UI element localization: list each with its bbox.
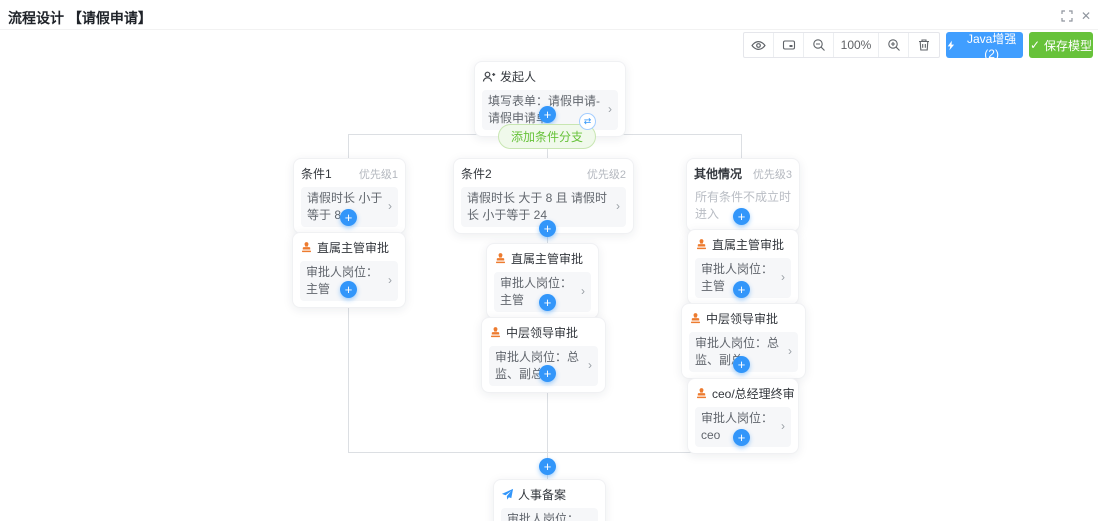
zoom-level: 100% [834,33,879,57]
page-title: 流程设计 【请假申请】 [8,10,152,26]
connector-line [348,134,349,158]
priority-label: 优先级2 [586,168,626,181]
stamp-icon [697,388,706,399]
node-title: 其他情况 [694,167,743,181]
zoom-out-icon[interactable] [804,33,834,57]
add-node-button[interactable]: + [340,281,357,298]
add-node-button[interactable]: + [539,365,556,382]
node-body: 审批人岗位：主管 [500,276,573,307]
add-node-button[interactable]: + [539,294,556,311]
minimap-icon[interactable] [774,33,804,57]
chevron-right-icon: › [588,358,592,373]
chevron-right-icon: › [616,199,620,214]
chevron-right-icon: › [788,344,792,359]
swap-branch-icon[interactable]: ⇄ [579,113,596,130]
save-model-button[interactable]: ✓ 保存模型 [1029,32,1093,58]
priority-label: 优先级3 [752,168,792,181]
chevron-right-icon: › [781,270,785,285]
add-node-button[interactable]: + [733,429,750,446]
node-title: 中层领导审批 [506,326,579,340]
stamp-icon [697,239,706,250]
save-model-label: 保存模型 [1044,38,1093,53]
node-title: 条件1 [301,167,332,181]
connector-line [547,364,548,452]
fullscreen-icon[interactable] [1060,9,1074,23]
add-node-button[interactable]: + [539,220,556,237]
add-node-button[interactable]: + [733,356,750,373]
node-body: 审批人岗位：主管 [306,265,379,296]
delete-trash-icon[interactable] [909,33,939,57]
user-add-icon [482,71,496,82]
chevron-right-icon: › [581,284,585,299]
add-node-button[interactable]: + [733,208,750,225]
node-approval-supervisor-b3[interactable]: 直属主管审批 审批人岗位：主管 › [687,229,799,305]
check-icon: ✓ [1029,38,1041,52]
java-enhance-button[interactable]: Java增强 (2) [946,31,1023,61]
node-title: ceo/总经理终审 [712,387,795,401]
node-body: 请假时长 大于 8 且 请假时长 小于等于 24 [467,191,608,222]
stamp-icon [491,327,500,338]
connector-line [348,280,349,452]
stamp-icon [496,253,505,264]
node-title: 直属主管审批 [317,241,390,255]
chevron-right-icon: › [781,419,785,434]
add-node-button[interactable]: + [539,458,556,475]
node-title: 直属主管审批 [511,252,584,266]
chevron-right-icon: › [388,273,392,288]
stamp-icon [691,313,700,324]
branch-merge-line [348,452,741,453]
node-body: 审批人岗位：总监、副总 [695,336,780,367]
canvas-toolbar: 100% [743,32,940,58]
node-body: 审批人岗位：主管 [701,262,774,293]
close-icon[interactable]: ✕ [1080,9,1092,23]
node-body: 审批人岗位：ceo [701,411,774,442]
java-enhance-label: Java增强 (2) [966,31,1017,61]
add-node-button[interactable]: + [539,106,556,123]
header-bar: 流程设计 【请假申请】 ✕ [0,0,1098,30]
node-hr-record[interactable]: 人事备案 审批人岗位：人事 › [493,479,606,521]
paper-plane-icon [501,488,514,500]
zoom-in-icon[interactable] [879,33,909,57]
node-body: 请假时长 小于等于 8 [307,191,383,222]
stamp-icon [302,242,311,253]
chevron-right-icon: › [388,199,392,214]
node-title: 中层领导审批 [706,312,779,326]
add-condition-branch-button[interactable]: 添加条件分支 [497,124,597,149]
connector-line [741,134,742,158]
node-body: 填写表单：请假申请-请假申请单 [488,94,600,125]
add-node-button[interactable]: + [733,281,750,298]
node-approval-ceo[interactable]: ceo/总经理终审 审批人岗位：ceo › [687,378,799,454]
node-title: 人事备案 [518,488,567,502]
node-title: 条件2 [461,167,492,181]
bolt-icon [947,40,955,50]
node-body: 所有条件不成立时进入 [695,190,792,221]
priority-label: 优先级1 [358,168,398,181]
node-title: 直属主管审批 [712,238,785,252]
node-body: 审批人岗位：人事 [507,512,580,521]
chevron-right-icon: › [608,102,612,117]
preview-eye-icon[interactable] [744,33,774,57]
node-body: 审批人岗位：总监、副总 [495,350,580,381]
add-node-button[interactable]: + [340,209,357,226]
node-title: 发起人 [500,70,537,84]
